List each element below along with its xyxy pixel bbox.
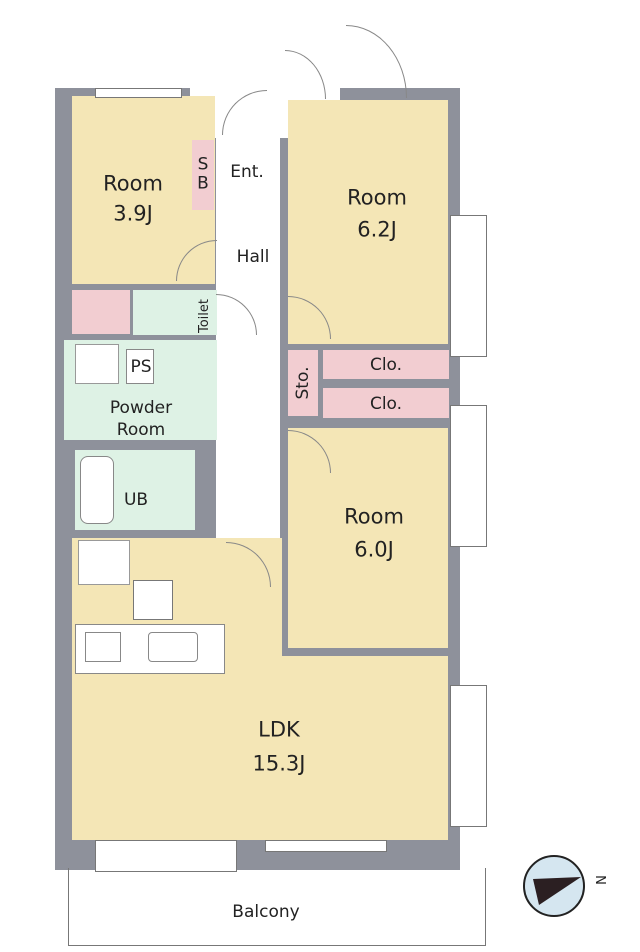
room-west-name: Room xyxy=(103,171,163,196)
pipe-space-label: PS xyxy=(130,356,152,377)
closet-2-label: Clo. xyxy=(369,393,403,414)
room-west xyxy=(72,96,215,284)
compass-north-label: N xyxy=(595,875,611,885)
toilet-label: Toilet xyxy=(197,298,213,334)
window-room-east xyxy=(450,405,487,547)
room-northeast-name: Room xyxy=(347,185,407,210)
entrance-hall xyxy=(216,138,280,542)
room-east-size: 6.0J xyxy=(354,537,394,562)
window-room-west xyxy=(95,88,182,98)
balcony xyxy=(68,868,486,946)
range-hood xyxy=(133,580,173,620)
window-ldk xyxy=(450,685,487,827)
shoe-box xyxy=(192,140,214,210)
room-northeast-size: 6.2J xyxy=(357,217,397,242)
entrance-label: Ent. xyxy=(230,161,264,182)
room-east-name: Room xyxy=(344,504,404,529)
room-west-size: 3.9J xyxy=(113,201,153,226)
door-front-2[interactable] xyxy=(346,25,407,98)
compass-needle-icon xyxy=(533,877,581,905)
storage xyxy=(288,350,318,416)
balcony-label: Balcony xyxy=(232,901,300,922)
powder-room-line1: Powder xyxy=(109,397,173,418)
toilet-room xyxy=(133,290,217,335)
powder-room-line2: Room xyxy=(116,419,166,440)
closet-1-label: Clo. xyxy=(369,354,403,375)
window-ldk-south-2 xyxy=(265,840,387,852)
pipe-space xyxy=(126,349,154,384)
door-front-1[interactable] xyxy=(285,50,326,99)
shoe-box-label: SB xyxy=(197,154,209,193)
ldk-name: LDK xyxy=(258,717,300,742)
hall-label: Hall xyxy=(236,246,270,267)
storage-label: Sto. xyxy=(292,366,313,400)
closet-2 xyxy=(323,388,449,418)
sink-icon xyxy=(148,632,198,662)
bathtub-icon xyxy=(80,456,114,524)
window-ldk-south xyxy=(95,840,237,872)
ldk-size: 15.3J xyxy=(252,751,306,776)
fridge-space xyxy=(78,540,130,585)
compass-icon xyxy=(523,855,585,917)
stove-icon xyxy=(85,632,121,662)
unit-bath-label: UB xyxy=(123,489,149,510)
closet-1 xyxy=(323,350,449,379)
ldk-main xyxy=(72,656,448,840)
room-northeast xyxy=(288,100,448,344)
washer-pan xyxy=(75,344,119,384)
window-room-northeast xyxy=(450,215,487,357)
closet-west xyxy=(72,290,130,334)
